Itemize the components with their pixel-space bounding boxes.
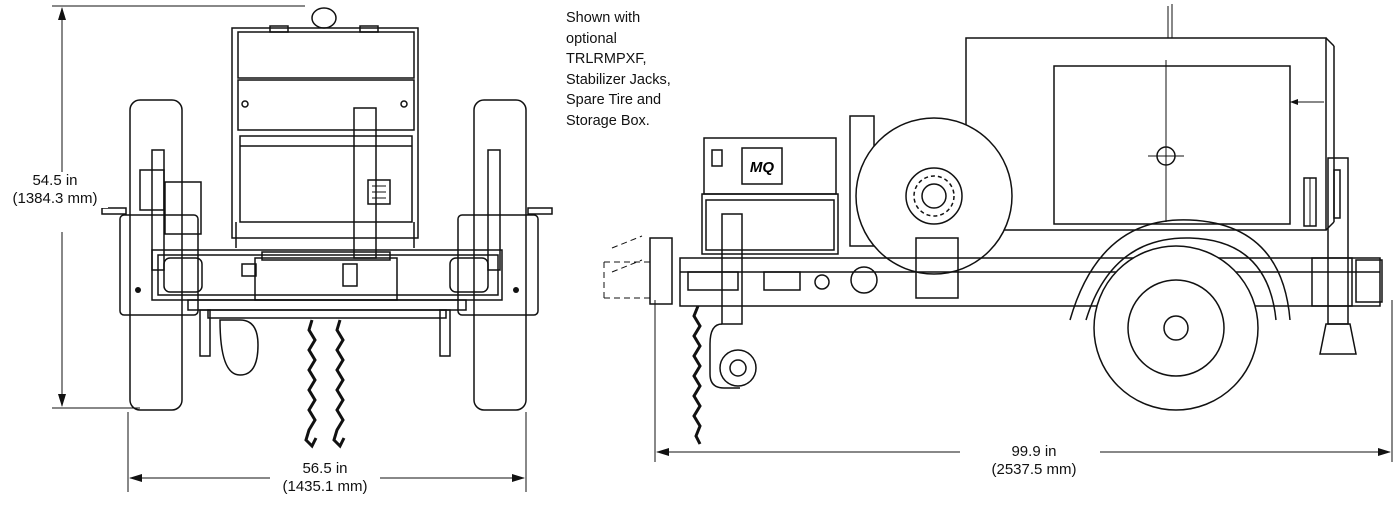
front-right-bracket — [439, 309, 451, 357]
spare-tire — [855, 117, 1013, 299]
side-front-jack — [709, 213, 757, 389]
width-dimension-label: 56.5 in (1435.1 mm) — [270, 460, 380, 496]
front-bumper — [135, 249, 519, 319]
width-metric: (1435.1 mm) — [282, 478, 368, 495]
tow-hitch-dashed — [603, 235, 650, 299]
note-line: Shown with — [566, 10, 641, 26]
side-main-wheel — [1093, 245, 1259, 411]
side-generator-enclosure — [965, 4, 1335, 231]
side-fender — [1069, 219, 1291, 321]
storage-box: MQ — [701, 137, 839, 255]
length-dimension-line — [654, 300, 1393, 462]
height-metric: (1384.3 mm) — [12, 190, 98, 207]
length-value: 99.9 in — [1011, 443, 1057, 460]
length-metric: (2537.5 mm) — [991, 461, 1077, 478]
front-left-bracket — [199, 309, 211, 357]
mq-logo: MQ — [750, 159, 774, 176]
width-value: 56.5 in — [302, 460, 348, 477]
front-lifting-eye — [311, 7, 337, 29]
front-jack-wheel — [219, 319, 259, 376]
note-line: Spare Tire and — [566, 92, 662, 108]
optional-equipment-note: Shown with optional TRLRMPXF, Stabilizer… — [566, 8, 696, 131]
height-value: 54.5 in — [32, 172, 78, 189]
front-view — [52, 5, 553, 492]
front-safety-chains — [304, 319, 346, 449]
height-dimension-line — [52, 5, 305, 409]
side-chassis — [649, 237, 1383, 307]
note-line: TRLRMPXF, — [566, 51, 647, 67]
note-line: Storage Box. — [566, 112, 650, 129]
note-line: optional — [566, 30, 617, 47]
length-dimension-label: 99.9 in (2537.5 mm) — [975, 443, 1093, 479]
front-generator-enclosure — [231, 25, 419, 259]
side-safety-chain — [692, 305, 702, 445]
rear-stabilizer-jack — [1319, 157, 1357, 355]
height-dimension-label: 54.5 in (1384.3 mm) — [2, 172, 108, 208]
side-view: MQ — [603, 4, 1393, 462]
note-line: Stabilizer Jacks, — [566, 71, 671, 88]
front-fenders — [101, 149, 553, 316]
